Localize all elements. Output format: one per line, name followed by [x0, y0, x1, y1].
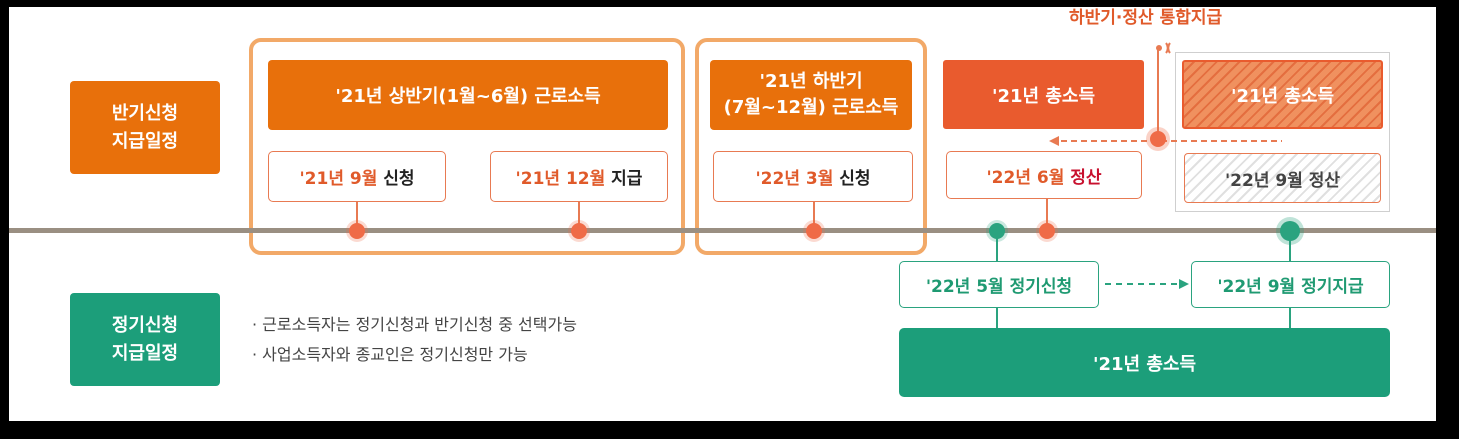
second-half-apply-word: 신청	[839, 169, 871, 189]
connector	[1289, 307, 1291, 329]
regular-apply-text: '22년 5월 정기신청	[925, 277, 1073, 297]
second-half-apply: '22년 3월 신청	[713, 151, 913, 202]
connector	[996, 307, 998, 329]
second-half-apply-date: '22년 3월	[755, 169, 834, 189]
schedule-diagram: 하반기·정산 통합지급 반기신청 지급일정 정기신청 지급일정 '21년 총소득…	[9, 7, 1436, 421]
total-income-title-text: '21년 총소득	[991, 85, 1096, 107]
connector	[996, 231, 998, 261]
regular-pay: '22년 9월 정기지급	[1191, 261, 1390, 308]
note-item: · 사업소득자와 종교인은 정기신청만 가능	[252, 345, 528, 364]
hatched-panel	[1175, 52, 1390, 212]
regular-pay-text: '22년 9월 정기지급	[1217, 277, 1364, 297]
note-item: · 근로소득자는 정기신청과 반기신청 중 선택가능	[252, 315, 577, 334]
first-half-pay: '21년 12월 지급	[490, 151, 668, 202]
connector	[578, 201, 580, 231]
timeline	[9, 228, 1436, 233]
regular-apply: '22년 5월 정기신청	[899, 261, 1099, 308]
regular-total-income-text: '21년 총소득	[1092, 353, 1197, 375]
timeline-dot	[349, 223, 365, 239]
settle-hatched: '22년 9월 정산	[1184, 153, 1381, 203]
second-half-title: '21년 하반기 (7월~12월) 근로소득	[710, 60, 912, 130]
semiannual-label-line1: 반기신청	[111, 102, 179, 124]
timeline-dot	[1039, 223, 1055, 239]
connector	[1289, 231, 1291, 261]
total-income-settle-date: '22년 6월	[986, 167, 1065, 188]
first-half-apply-date: '21년 9월	[299, 169, 378, 189]
second-half-title-line1: '21년 하반기	[759, 71, 863, 92]
regular-total-income: '21년 총소득	[899, 328, 1390, 397]
settle-hatched-text: '22년 9월 정산	[1224, 170, 1341, 191]
timeline-dot	[571, 223, 587, 239]
semiannual-label-line2: 지급일정	[111, 130, 179, 152]
second-half-title-line2: (7월~12월) 근로소득	[723, 97, 899, 118]
dashed-arrow-left	[1049, 136, 1282, 146]
timeline-dot	[1280, 221, 1300, 241]
first-half-pay-date: '21년 12월	[515, 169, 606, 189]
connector	[1157, 47, 1159, 139]
first-half-apply-word: 신청	[383, 169, 415, 189]
first-half-group	[249, 38, 685, 255]
first-half-title-text: '21년 상반기(1월~6월) 근로소득	[335, 86, 601, 107]
regular-notes: · 근로소득자는 정기신청과 반기신청 중 선택가능 · 사업소득자와 종교인은…	[252, 310, 812, 370]
connector	[356, 201, 358, 231]
total-income-hatched-title: '21년 총소득	[1230, 85, 1335, 107]
semiannual-schedule-label: 반기신청 지급일정	[70, 81, 220, 174]
first-half-pay-word: 지급	[611, 169, 643, 189]
integrated-payment-label: 하반기·정산 통합지급	[1069, 8, 1223, 28]
second-half-group	[695, 38, 927, 255]
timeline-dot	[1150, 131, 1166, 147]
total-income-settle-word: 정산	[1070, 167, 1102, 188]
dashed-arrow-right	[1105, 279, 1189, 289]
regular-label-line2: 지급일정	[111, 342, 179, 364]
connector	[813, 201, 815, 231]
regular-schedule-label: 정기신청 지급일정	[70, 293, 220, 386]
timeline-dot	[989, 223, 1005, 239]
first-half-apply: '21년 9월 신청	[268, 151, 446, 202]
total-income-settle: '22년 6월 정산	[946, 151, 1142, 199]
timeline-dot	[806, 223, 822, 239]
regular-label-line1: 정기신청	[111, 314, 179, 336]
total-income-title: '21년 총소득	[943, 60, 1144, 129]
connector	[1046, 197, 1048, 231]
first-half-title: '21년 상반기(1월~6월) 근로소득	[268, 60, 668, 130]
broadcast-icon	[1156, 42, 1171, 54]
total-income-hatched: '21년 총소득	[1182, 60, 1383, 129]
